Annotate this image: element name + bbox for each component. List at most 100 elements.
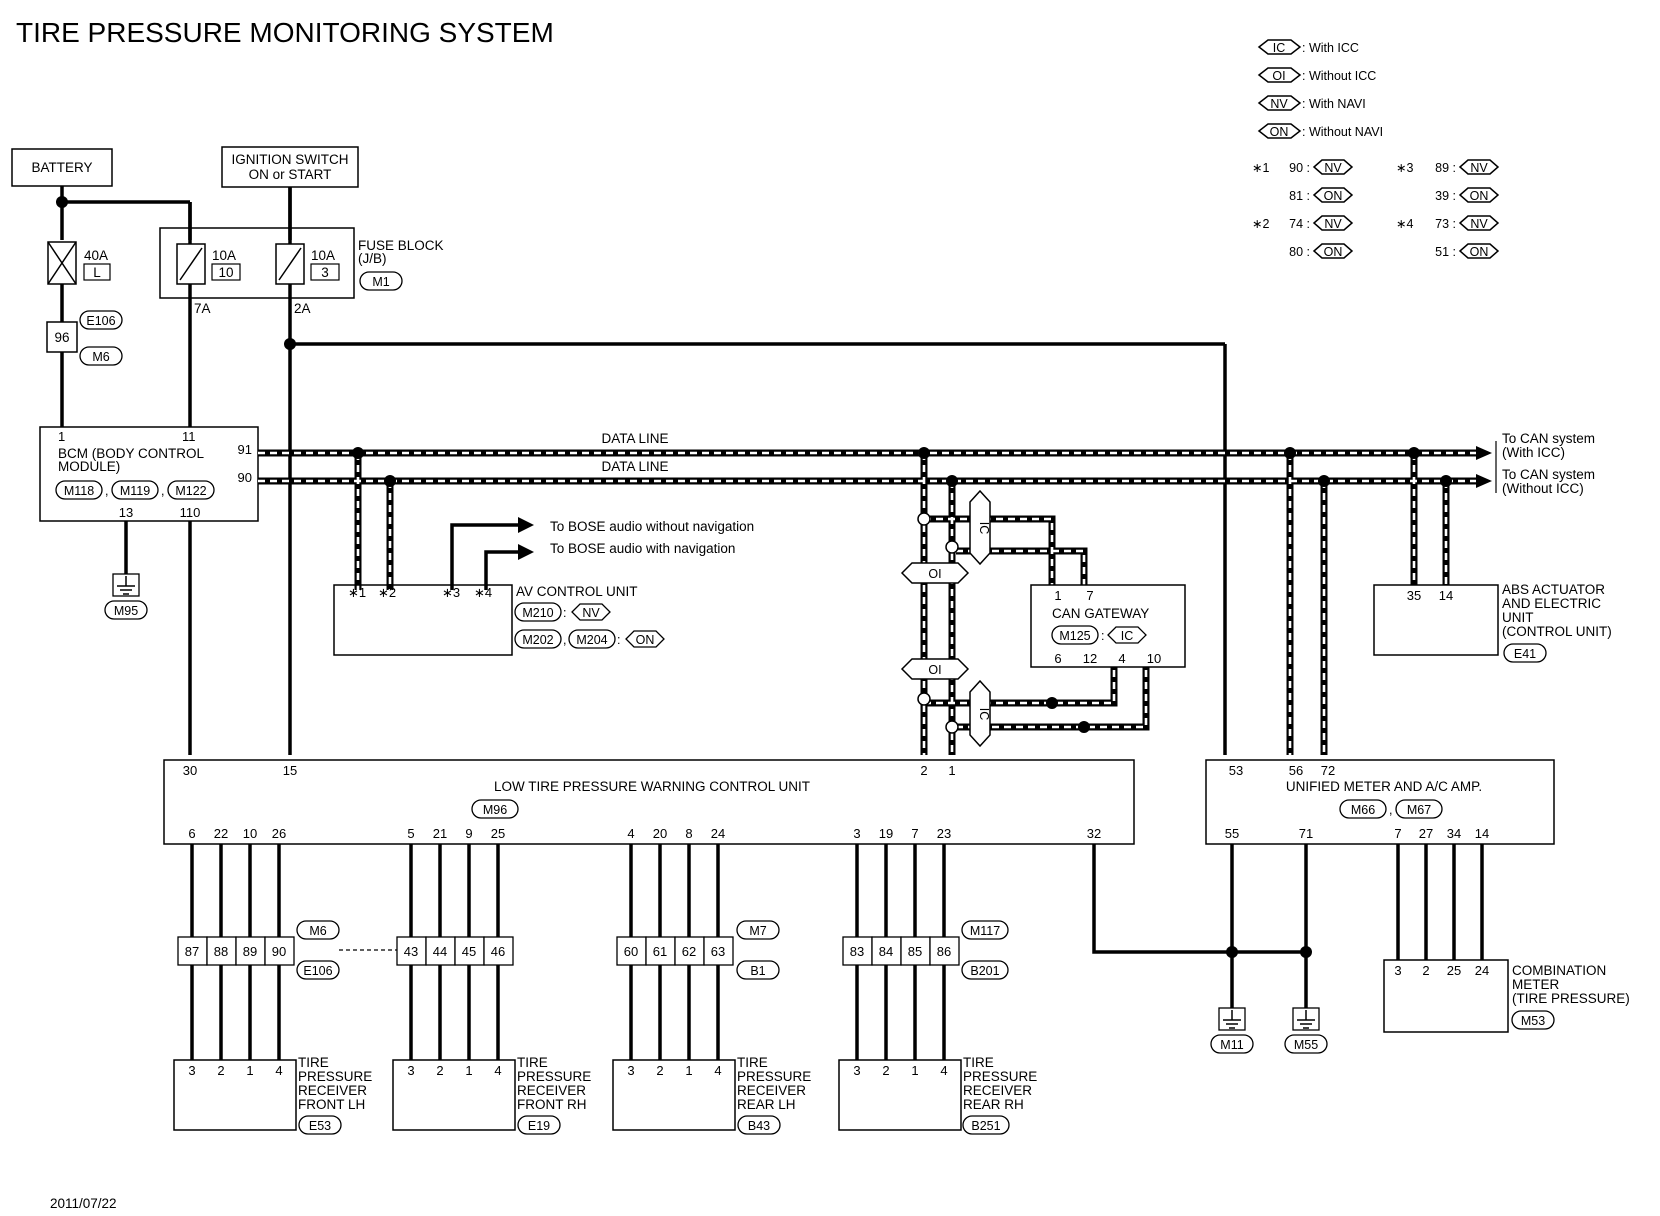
bcm-pin-91: 91	[238, 442, 252, 457]
ignition-label-line2: ON or START	[249, 167, 332, 182]
rx2-pin-4: 4	[494, 1063, 501, 1078]
jc4-conn-m117: M117	[970, 924, 1000, 938]
rx2-label-3: RECEIVER	[517, 1083, 586, 1098]
av-control-unit-box	[333, 584, 513, 656]
abs-label-line2: AND ELECTRIC	[1502, 596, 1601, 611]
ltpw-bpin-7: 7	[911, 826, 918, 841]
legend-ic-text: : With ICC	[1302, 41, 1359, 55]
bcm-label-line1: BCM (BODY CONTROL	[58, 446, 205, 461]
joint-connector-group-1: 87 88 89 90 M6 E106	[177, 920, 340, 980]
av-colon2: :	[617, 633, 620, 647]
joint-connector-96	[46, 321, 78, 353]
bcm-box	[39, 426, 259, 522]
rx2-conn: E19	[528, 1119, 550, 1133]
rx4-label-2: PRESSURE	[963, 1069, 1037, 1084]
ltpw-pin-15: 15	[283, 763, 297, 778]
legend-nv-code: NV	[1270, 97, 1288, 111]
meter-pin-56: 56	[1289, 763, 1303, 778]
meter-conn-m66: M66	[1351, 803, 1375, 817]
av-nv-badge: NV	[582, 606, 600, 620]
jc4-pin-86: 86	[937, 944, 951, 959]
legend-ic-code: IC	[1273, 41, 1286, 55]
meter-bpin-55: 55	[1225, 826, 1239, 841]
rx1-pin-2: 2	[217, 1063, 224, 1078]
receiver-front-rh: 3 2 1 4 TIRE PRESSURE RECEIVER FRONT RH …	[392, 1055, 591, 1135]
ltpw-bpin-6: 6	[188, 826, 195, 841]
rx2-label-2: PRESSURE	[517, 1069, 591, 1084]
meter-pin-53: 53	[1229, 763, 1243, 778]
legend-oi-code: OI	[1272, 69, 1285, 83]
can-gw-ic-badge: IC	[1121, 629, 1134, 643]
legend-star1-nv: NV	[1324, 161, 1342, 175]
legend-star3-nv-pin: 89 :	[1435, 161, 1456, 175]
can-gw-pin-4: 4	[1118, 651, 1125, 666]
bcm-pin-1: 1	[58, 429, 65, 444]
abs-label-line4: (CONTROL UNIT)	[1502, 624, 1612, 639]
combination-label-line3: (TIRE PRESSURE)	[1512, 991, 1630, 1006]
bcm-conn-m119: M119	[120, 484, 150, 498]
meter-bpin-34: 34	[1447, 826, 1461, 841]
battery-label: BATTERY	[31, 160, 92, 175]
rx4-label-3: RECEIVER	[963, 1083, 1032, 1098]
rx4-pin-4: 4	[940, 1063, 947, 1078]
ltpw-pin-30: 30	[183, 763, 197, 778]
bcm-pin-11: 11	[182, 429, 196, 444]
rx1-pin-3: 3	[188, 1063, 195, 1078]
legend-star4-mark: ∗4	[1396, 217, 1413, 231]
combination-label-line2: METER	[1512, 977, 1560, 992]
fuse-40a-id: L	[93, 265, 101, 280]
ltpw-bpin-23: 23	[937, 826, 951, 841]
rx3-label-3: RECEIVER	[737, 1083, 806, 1098]
ltpw-bpin-10: 10	[243, 826, 257, 841]
bcm-conn-m118: M118	[64, 484, 94, 498]
jc4-pin-84: 84	[879, 944, 893, 959]
fuse-block-jb: (J/B)	[358, 251, 387, 266]
ground-m55-conn: M55	[1294, 1038, 1318, 1052]
meter-bpin-27: 27	[1419, 826, 1433, 841]
battery-junction-dot	[56, 196, 68, 208]
ltpw-bpin-19: 19	[879, 826, 893, 841]
jc3-pin-63: 63	[711, 944, 725, 959]
rx4-label-1: TIRE	[963, 1055, 994, 1070]
meter-conn-m67: M67	[1407, 803, 1431, 817]
ltpw-bpin-21: 21	[433, 826, 447, 841]
av-control-unit-label: AV CONTROL UNIT	[516, 584, 638, 599]
rx1-pin-1: 1	[246, 1063, 253, 1078]
rx1-label-2: PRESSURE	[298, 1069, 372, 1084]
rx3-label-2: PRESSURE	[737, 1069, 811, 1084]
combination-conn: M53	[1521, 1014, 1545, 1028]
av-pin-star2: ∗2	[378, 585, 396, 600]
meter-bpin-7: 7	[1394, 826, 1401, 841]
legend-nv-text: : With NAVI	[1302, 97, 1366, 111]
fuse-block-box	[159, 227, 355, 299]
comb-pin-24: 24	[1475, 963, 1489, 978]
can-gw-pin-7: 7	[1086, 588, 1093, 603]
fuse-block-label: FUSE BLOCK	[358, 238, 444, 253]
ltpw-bpin-9: 9	[465, 826, 472, 841]
rx2-label-1: TIRE	[517, 1055, 548, 1070]
abs-conn: E41	[1514, 647, 1536, 661]
av-colon1: :	[563, 606, 566, 620]
can-gw-pin-6: 6	[1054, 651, 1061, 666]
bcm-sep1: ,	[105, 484, 108, 498]
legend-star3-on: ON	[1470, 189, 1489, 203]
ltpw-bpin-20: 20	[653, 826, 667, 841]
ltpw-bpin-24: 24	[711, 826, 725, 841]
jc1-conn-e106: E106	[303, 964, 332, 978]
legend-star1-mark: ∗1	[1252, 161, 1269, 175]
oi-badge-upper-text: OI	[928, 567, 941, 581]
can-gw-pin-10: 10	[1147, 651, 1161, 666]
rx3-label-4: REAR LH	[737, 1097, 796, 1112]
av-pin-star3: ∗3	[442, 585, 460, 600]
can-gw-pin-12: 12	[1083, 651, 1097, 666]
ic-badge-lower	[969, 679, 991, 748]
ground-m11-conn: M11	[1220, 1038, 1243, 1052]
legend-oi-badge	[1257, 67, 1302, 83]
ignition-power-wires	[188, 284, 1227, 755]
legend-star4-nv-pin: 73 :	[1435, 217, 1456, 231]
rx1-label-1: TIRE	[298, 1055, 329, 1070]
can-without-icc-line1: To CAN system	[1502, 467, 1595, 482]
rx2-label-4: FRONT RH	[517, 1097, 587, 1112]
jc4-pin-83: 83	[850, 944, 864, 959]
can-gateway-box	[1030, 584, 1186, 668]
